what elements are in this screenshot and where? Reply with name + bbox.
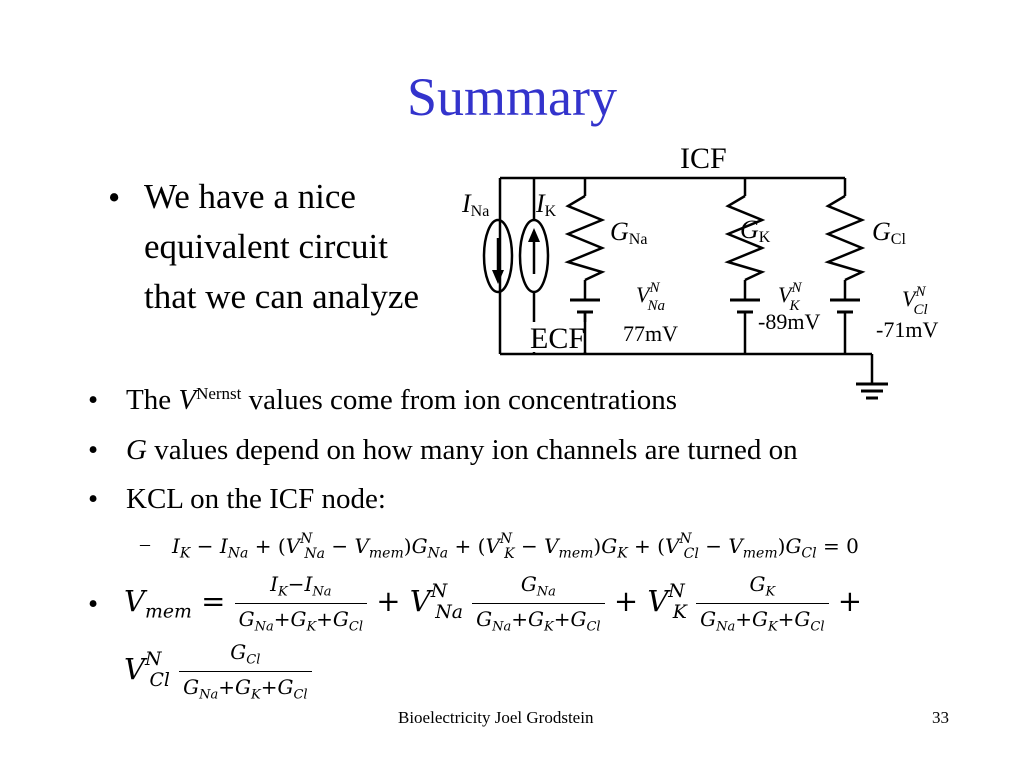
bullet-2: The VNernst values come from ion concent…	[126, 384, 678, 416]
bullet-marker: •	[88, 384, 99, 416]
v-k-value: -89mV	[758, 309, 820, 334]
bullet-marker: •	[88, 434, 99, 466]
page-number: 33	[932, 708, 949, 727]
g-k-label: GK	[740, 215, 771, 246]
ecf-label: ECF	[530, 322, 585, 355]
sub-bullet-dash: –	[140, 533, 150, 555]
bullet-1: We have a nice equivalent circuit that w…	[144, 172, 419, 322]
slide-footer: Bioelectricity Joel Grodstein	[398, 708, 594, 727]
icf-label: ICF	[680, 142, 727, 175]
slide-title: Summary	[407, 67, 617, 127]
arrow-up-icon	[528, 228, 540, 242]
kcl-equation: IK − INa + (VNNa − Vmem)GNa + (VNK − Vme…	[172, 531, 859, 562]
bullet-1-line-1: We have a nice	[144, 177, 356, 216]
bullet-marker: •	[88, 483, 99, 515]
bullet-1-line-3: that we can analyze	[144, 277, 419, 316]
arrow-down-icon	[492, 270, 504, 284]
g-na-resistor-icon	[564, 194, 606, 282]
g-cl-label: GCl	[872, 217, 906, 248]
v-na-value: 77mV	[623, 321, 678, 346]
v-cl-value: -71mV	[876, 317, 938, 342]
bullet-4: KCL on the ICF node:	[126, 483, 386, 515]
na-current-source-icon	[482, 218, 514, 294]
bullet-marker: •	[88, 588, 99, 620]
i-k-label: IK	[535, 189, 557, 220]
g-cl-resistor-icon	[824, 194, 866, 282]
bullet-marker: •	[108, 178, 121, 217]
g-k-resistor-icon	[724, 194, 766, 282]
bullet-3: G values depend on how many ion channels…	[126, 434, 798, 466]
g-na-label: GNa	[610, 217, 647, 248]
bullet-1-line-2: equivalent circuit	[144, 227, 388, 266]
i-na-label: INa	[461, 189, 489, 220]
